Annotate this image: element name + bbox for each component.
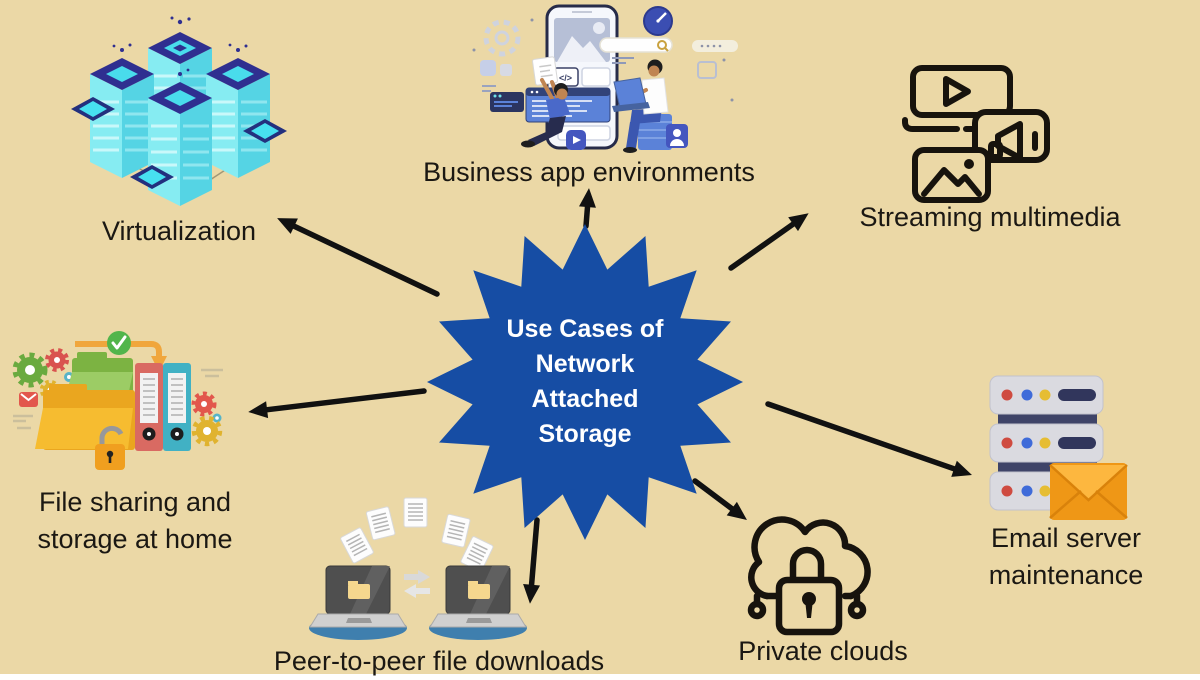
kneeling-person <box>521 56 570 148</box>
file-sharing-label-line2: storage at home <box>37 524 233 554</box>
isometric-server-towers-icon <box>71 16 287 206</box>
code-window <box>525 87 611 123</box>
email-server-label-line1: Email server <box>990 523 1142 553</box>
video-player-icon <box>902 65 1013 132</box>
arrow-to-streaming <box>728 213 809 271</box>
server-unit <box>989 375 1104 415</box>
server-stack-envelope-icon <box>989 375 1128 520</box>
padlock-icon <box>775 546 843 636</box>
code-window-small <box>490 92 524 112</box>
business-apps-label: Business app environments <box>423 157 755 187</box>
private-clouds-label: Private clouds <box>738 636 908 666</box>
search-bar <box>599 37 673 53</box>
central-title-line: Use Cases of <box>506 315 664 343</box>
image-icon <box>912 147 991 203</box>
seated-person <box>612 59 672 153</box>
mail-icon <box>19 392 38 407</box>
red-binder-icon <box>135 363 163 451</box>
server-tower <box>206 58 270 178</box>
laptops-file-transfer-illustration <box>309 497 527 640</box>
user-chip-icon <box>666 124 688 148</box>
laptop-folder-icon <box>309 565 407 640</box>
streaming-label: Streaming multimedia <box>859 202 1121 232</box>
server-unit <box>989 423 1104 463</box>
arrow-to-peer-to-peer <box>523 517 541 604</box>
arrow-to-private-clouds <box>692 478 747 521</box>
arrow-to-virtualization <box>277 218 440 297</box>
yellow-folder-icon <box>35 384 135 450</box>
laptop-folder-icon <box>429 565 527 640</box>
server-tower <box>148 82 212 206</box>
arrow-to-email-server <box>765 401 972 477</box>
central-title: Use Cases of Network Attached Storage <box>425 222 745 542</box>
gear-cluster <box>191 368 223 447</box>
megaphone-phone-icon <box>972 109 1050 163</box>
central-starburst <box>426 223 744 541</box>
central-title-line: Attached <box>531 385 639 413</box>
cloud-icon <box>747 516 871 620</box>
gear-icon <box>483 19 521 57</box>
folders-binders-padlock-illustration <box>12 331 223 470</box>
transfer-arrows-icon <box>404 570 430 598</box>
file-sharing-label: File sharing and storage at home <box>15 484 255 558</box>
check-badge-icon <box>107 331 131 355</box>
envelope-icon <box>1049 463 1128 520</box>
code-glyph: </> <box>559 73 572 83</box>
arrow-to-file-sharing <box>248 388 427 419</box>
arrow-to-business-apps <box>579 188 596 229</box>
app-development-illustration: </> <box>472 4 738 153</box>
flow-arrow <box>75 341 162 356</box>
central-title-line: Storage <box>538 420 632 448</box>
peer-to-peer-label: Peer-to-peer file downloads <box>273 646 605 676</box>
splash-dots <box>112 16 248 76</box>
teal-binder-icon <box>163 363 191 451</box>
media-devices-outline-icon <box>902 65 1050 203</box>
starburst-shape <box>426 223 744 541</box>
cloud-padlock-outline-icon <box>747 516 871 636</box>
play-chip-icon <box>566 130 586 150</box>
email-server-label: Email server maintenance <box>946 520 1186 594</box>
virtualization-label: Virtualization <box>101 216 257 246</box>
clock-icon <box>643 6 673 36</box>
file-sharing-label-line1: File sharing and <box>38 487 232 517</box>
email-server-label-line2: maintenance <box>988 560 1144 590</box>
padlock-icon <box>95 425 125 470</box>
flying-documents <box>340 497 494 572</box>
connected-tablet-icon <box>71 97 287 189</box>
central-title-line: Network <box>535 350 635 378</box>
server-tower <box>90 58 154 178</box>
search-icon <box>657 40 667 50</box>
